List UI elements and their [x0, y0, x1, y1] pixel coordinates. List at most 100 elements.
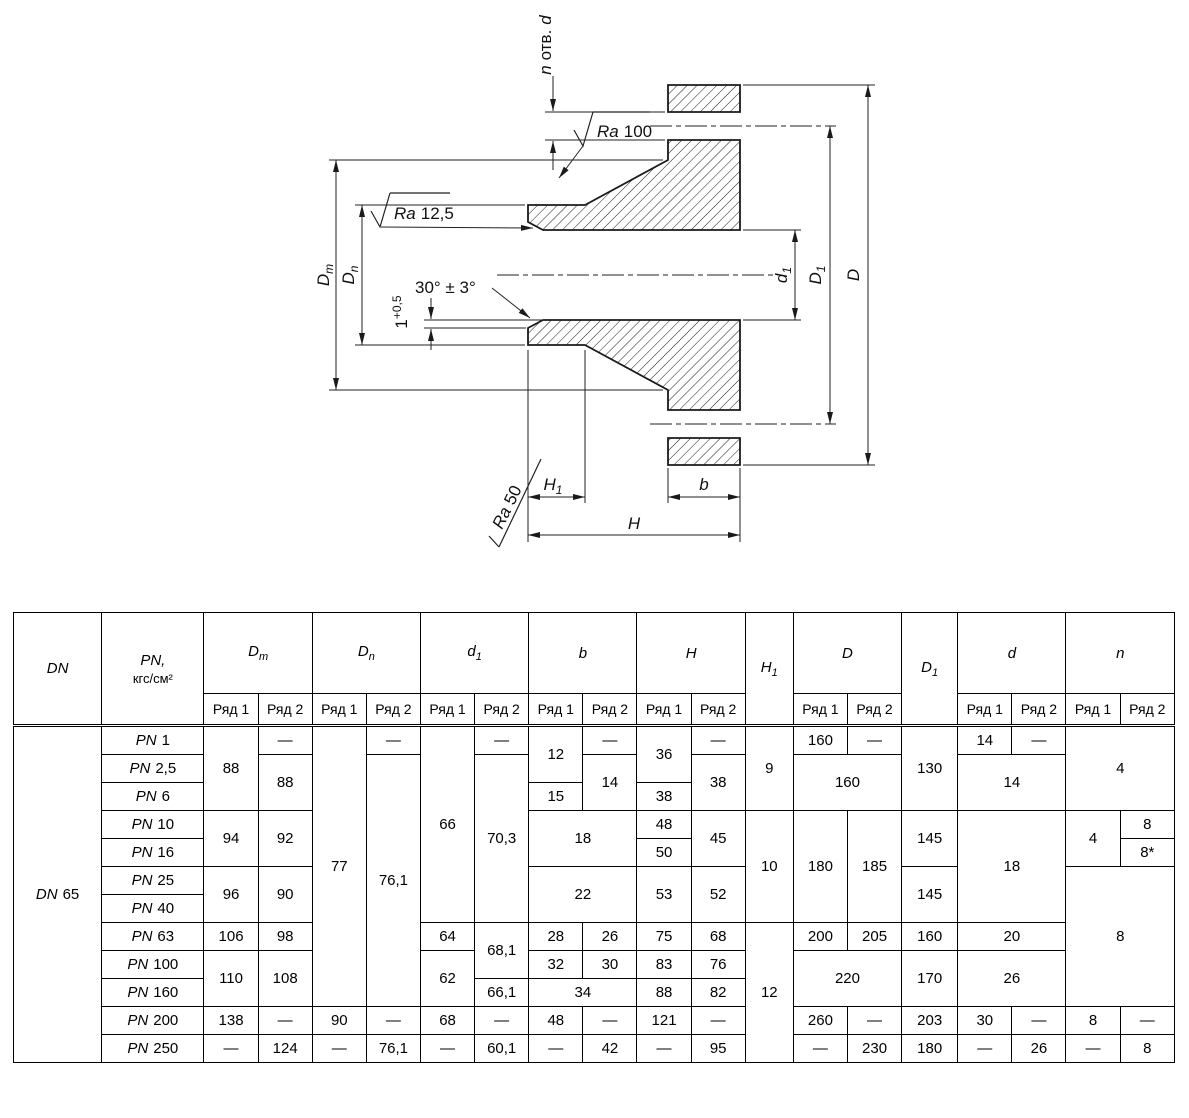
table-wrapper: DN PN,кгс/см² Dm Dn d1 b H H1 D D1 d n Р…: [12, 612, 1177, 1063]
col-header-dn: DN: [12, 612, 103, 726]
dim-label-Dm: Dm: [314, 264, 336, 286]
roughness-check-ra50: [498, 458, 542, 548]
value-cell: —: [1011, 725, 1067, 755]
subheader-ryad: Ряд 1: [1065, 693, 1121, 726]
value-cell: 180: [792, 810, 848, 923]
flange-dimensions-table: DN PN,кгс/см² Dm Dn d1 b H H1 D D1 d n Р…: [12, 612, 1176, 1063]
leader-ra100: [558, 145, 584, 179]
value-cell: —: [690, 1006, 746, 1035]
value-cell: —: [1011, 1006, 1067, 1035]
subheader-ryad: Ряд 2: [474, 693, 530, 726]
value-cell: 180: [901, 1034, 959, 1063]
value-cell: 106: [203, 922, 259, 951]
value-cell: 4: [1065, 725, 1175, 811]
value-cell: 30: [582, 950, 638, 979]
value-cell: 15: [528, 782, 584, 811]
value-cell: 14: [957, 725, 1013, 755]
flange-rim-bottom: [667, 437, 741, 466]
value-cell: —: [311, 1034, 367, 1063]
value-cell: 8*: [1119, 838, 1176, 867]
col-header-Dm: Dm: [203, 612, 313, 694]
col-header-d1: d1: [419, 612, 530, 694]
value-cell: 48: [528, 1006, 584, 1035]
flange-section: [527, 84, 741, 466]
col-header-n: n: [1065, 612, 1175, 694]
value-cell: 52: [690, 866, 746, 923]
value-cell: 18: [528, 810, 638, 867]
value-cell: —: [474, 1006, 530, 1035]
value-cell: 42: [582, 1034, 638, 1063]
value-cell: 48: [636, 810, 692, 839]
value-cell: —: [203, 1034, 259, 1063]
value-cell: 170: [901, 950, 959, 1007]
value-cell: 9: [744, 725, 794, 811]
value-cell: —: [365, 1006, 421, 1035]
subheader-ryad: Ряд 1: [957, 693, 1013, 726]
value-cell: 26: [1011, 1034, 1067, 1063]
value-cell: 32: [528, 950, 584, 979]
value-cell: —: [582, 1006, 638, 1035]
value-cell: —: [846, 1006, 903, 1035]
value-cell: —: [957, 1034, 1013, 1063]
flange-hub-lower: [527, 319, 741, 411]
value-cell: 26: [582, 922, 638, 951]
value-cell: 20: [957, 922, 1067, 951]
value-cell: 90: [257, 866, 313, 923]
extension-lines: [329, 84, 875, 542]
value-cell: 50: [636, 838, 692, 867]
value-cell: —: [1119, 1006, 1176, 1035]
col-header-Dn: Dn: [311, 612, 421, 694]
value-cell: 8: [1119, 810, 1176, 839]
value-cell: 70,3: [474, 754, 530, 923]
value-cell: —: [792, 1034, 848, 1063]
value-cell: 22: [528, 866, 638, 923]
dim-label-D: D: [844, 269, 863, 281]
value-cell: —: [474, 725, 530, 755]
chamfer-depth-note: 1+0,5: [390, 295, 411, 328]
value-cell: 62: [419, 950, 476, 1007]
value-cell: 185: [846, 810, 903, 923]
value-cell: —: [846, 725, 903, 755]
dim-label-H1: H1: [544, 475, 563, 497]
value-cell: 45: [690, 810, 746, 867]
value-cell: 138: [203, 1006, 259, 1035]
value-cell: 121: [636, 1006, 692, 1035]
dimension-lines: [333, 76, 871, 538]
value-cell: 160: [901, 922, 959, 951]
value-cell: —: [419, 1034, 476, 1063]
subheader-ryad: Ряд 1: [419, 693, 476, 726]
value-cell: 4: [1065, 810, 1121, 867]
value-cell: 200: [792, 922, 848, 951]
value-cell: 8: [1065, 1006, 1121, 1035]
value-cell: 130: [901, 725, 959, 811]
value-cell: 76,1: [365, 1034, 421, 1063]
value-cell: 68: [690, 922, 746, 951]
value-cell: 14: [957, 754, 1067, 811]
subheader-ryad: Ряд 1: [528, 693, 584, 726]
value-cell: —: [690, 725, 746, 755]
value-cell: 64: [419, 922, 476, 951]
value-cell: 108: [257, 950, 313, 1007]
dim-label-H: H: [628, 514, 641, 533]
flange-hub-upper: [527, 139, 741, 231]
subheader-ryad: Ряд 2: [365, 693, 421, 726]
subheader-ryad: Ряд 2: [1119, 693, 1176, 726]
leader-angle: [491, 287, 531, 319]
subheader-ryad: Ряд 1: [636, 693, 692, 726]
value-cell: 160: [792, 754, 903, 811]
